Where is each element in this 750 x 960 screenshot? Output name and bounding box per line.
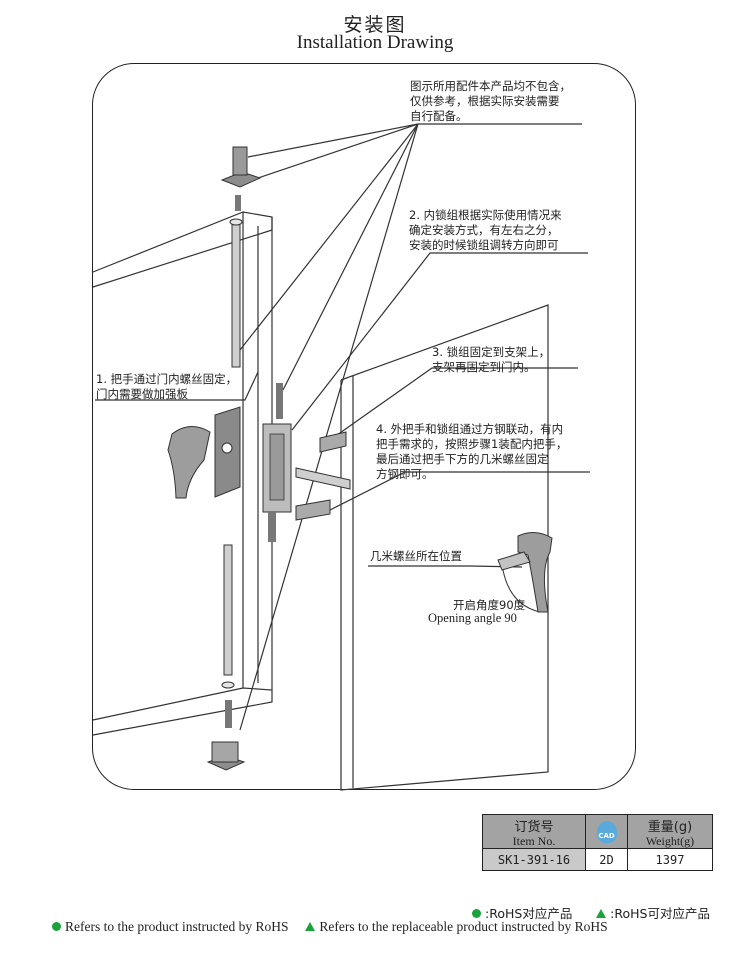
item-no-value: SK1-391-16	[482, 848, 586, 871]
note-screw-position: 几米螺丝所在位置	[370, 549, 462, 563]
page-title-en: Installation Drawing	[296, 32, 454, 53]
cad-header: CAD	[585, 814, 628, 849]
page-title-zh: 安装图	[343, 14, 407, 36]
note-1: 1. 把手通过门内螺丝固定， 门内需要做加强板	[96, 372, 238, 401]
legend-en: Refers to the product instructed by RoHS…	[52, 919, 608, 935]
spec-table: 订货号 Item No. CAD 重量(g) Weight(g) SK1-391…	[482, 814, 713, 871]
bracket-upper	[319, 431, 347, 453]
rohs-triangle-icon-en	[305, 922, 316, 931]
note-3: 3. 锁组固定到支架上， 支架再固定到门内。	[432, 345, 551, 374]
weight-header: 重量(g) Weight(g)	[627, 814, 713, 849]
leader-note-1	[95, 371, 259, 401]
opening-angle-en: Opening angle 90	[428, 611, 517, 625]
inner-handle	[167, 426, 211, 499]
left-door-top-edge	[92, 211, 273, 288]
leader-note-2	[291, 252, 588, 431]
cad-icon: CAD	[596, 820, 617, 843]
leader-screw	[368, 565, 523, 568]
rohs-dot-icon-en	[52, 922, 61, 931]
item-no-header: 订货号 Item No.	[482, 814, 586, 849]
right-door-outline	[340, 304, 549, 791]
bracket-lower	[295, 499, 331, 521]
legend-zh: :RoHS对应产品 :RoHS可对应产品	[472, 903, 710, 922]
opening-angle-zh: 开启角度90度	[453, 598, 526, 612]
note-2: 2. 内锁组根据实际使用情况来 确定安装方式，有左右之分， 安装的时候锁组调转方…	[409, 208, 562, 252]
note-accessories: 图示所用配件本产品均不包含， 仅供参考，根据实际安装需要 自行配备。	[410, 79, 571, 123]
leader-note-4	[329, 471, 590, 511]
weight-value: 1397	[627, 848, 713, 871]
outer-handle	[517, 532, 553, 613]
rohs-triangle-icon	[596, 909, 607, 918]
rohs-dot-icon	[472, 909, 481, 918]
note-4: 4. 外把手和锁组通过方钢联动，有内 把手需求的，按照步骤1装配内把手， 最后通…	[376, 422, 568, 481]
left-door-bottom-edge	[92, 687, 273, 736]
drawing-frame	[92, 63, 636, 790]
leader-note-3	[329, 367, 578, 441]
cad-value[interactable]: 2D	[585, 848, 628, 871]
square-shaft	[295, 467, 351, 490]
